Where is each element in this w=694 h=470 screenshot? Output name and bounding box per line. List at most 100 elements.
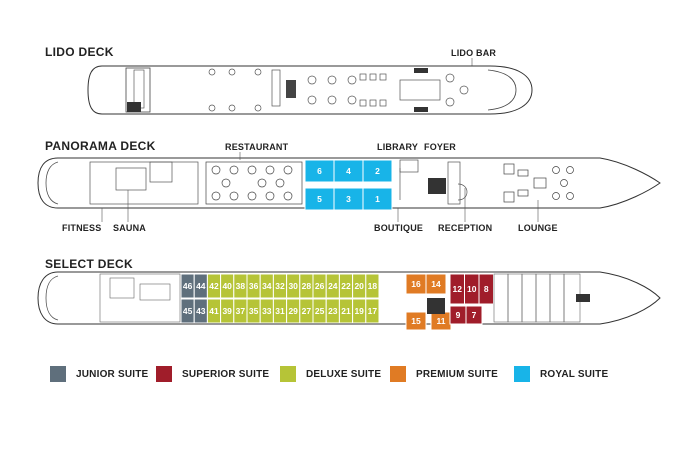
cabin-22-number: 22: [341, 281, 351, 291]
fitness-label: FITNESS: [62, 223, 101, 233]
legend-item-premium: PREMIUM SUITE: [390, 366, 498, 382]
select-deck-title: SELECT DECK: [45, 257, 133, 271]
legend-label-deluxe: DELUXE SUITE: [306, 368, 382, 380]
cabin-1-box: [362, 187, 393, 211]
cabin-41-number: 41: [209, 306, 219, 316]
restaurant-label: RESTAURANT: [225, 142, 289, 152]
cabin-11-number: 11: [437, 316, 446, 326]
legend-item-junior: JUNIOR SUITE: [50, 366, 148, 382]
lido-stern-block: [127, 102, 141, 112]
reception-label: RECEPTION: [438, 223, 492, 233]
cabin-15-box: [405, 311, 427, 331]
cabin-14-number: 14: [431, 279, 441, 289]
cabin-28-number: 28: [302, 281, 312, 291]
lido-checker-block: [286, 80, 296, 98]
select-crew-area: [99, 273, 181, 323]
cabin-32-number: 32: [275, 281, 285, 291]
cabin-34-number: 34: [262, 281, 272, 291]
panorama-deck: PANORAMA DECK RESTAURANT LIBRARY FOYER 6…: [37, 139, 661, 233]
lido-bow-rail: [487, 69, 517, 111]
cabin-46-number: 46: [183, 281, 193, 291]
cabin-25-number: 25: [315, 306, 325, 316]
cabin-14-box: [425, 273, 447, 295]
lounge-label: LOUNGE: [518, 223, 558, 233]
legend-label-junior: JUNIOR SUITE: [76, 368, 149, 380]
cabin-45-number: 45: [183, 306, 193, 316]
legend-item-deluxe: DELUXE SUITE: [280, 366, 381, 382]
legend-swatch-superior: [156, 366, 172, 382]
sauna-label: SAUNA: [113, 223, 146, 233]
cabin-27-number: 27: [302, 306, 312, 316]
cabin-21-number: 21: [341, 306, 351, 316]
lido-bar-label: LIDO BAR: [451, 48, 496, 58]
select-stern-rail: [45, 275, 59, 321]
cabin-24-number: 24: [328, 281, 338, 291]
cabin-40-number: 40: [222, 281, 232, 291]
cabin-38-number: 38: [236, 281, 246, 291]
legend-label-royal: ROYAL SUITE: [540, 368, 609, 380]
cabin-2-number: 2: [375, 166, 380, 176]
cabin-9-number: 9: [456, 310, 461, 320]
foyer-stairs: [428, 178, 446, 194]
cabin-17-number: 17: [368, 306, 378, 316]
restaurant-furniture: [205, 161, 303, 205]
cabin-3-number: 3: [346, 194, 351, 204]
cabin-42-number: 42: [209, 281, 219, 291]
library-label: LIBRARY: [377, 142, 418, 152]
panorama-deck-outline: [37, 157, 661, 209]
cabin-39-number: 39: [222, 306, 232, 316]
cabin-17-box: [365, 298, 380, 324]
legend-swatch-royal: [514, 366, 530, 382]
lido-deck-title: LIDO DECK: [45, 45, 114, 59]
lido-furniture: [208, 68, 469, 112]
cabin-30-number: 30: [288, 281, 298, 291]
cabin-33-number: 33: [262, 306, 272, 316]
cabin-18-box: [365, 273, 380, 299]
lido-deck: LIDO DECK LIDO BAR: [45, 45, 533, 115]
cabin-23-number: 23: [328, 306, 338, 316]
sauna-inner: [149, 161, 173, 183]
cabin-26-number: 26: [315, 281, 325, 291]
select-bow-element: [576, 294, 590, 302]
lounge-furniture: [503, 163, 574, 203]
legend-label-premium: PREMIUM SUITE: [416, 368, 499, 380]
suite-legend: JUNIOR SUITE SUPERIOR SUITE DELUXE SUITE…: [0, 366, 694, 386]
cabin-16-number: 16: [411, 279, 421, 289]
cabin-8-box: [478, 273, 494, 305]
cabin-8-number: 8: [484, 284, 489, 294]
sauna-room: [115, 167, 147, 191]
cabin-7-number: 7: [472, 310, 477, 320]
cabin-6-number: 6: [317, 166, 322, 176]
cabin-2-box: [362, 159, 393, 183]
cabin-31-number: 31: [275, 306, 285, 316]
cabin-1-number: 1: [375, 194, 380, 204]
lido-bar-element-2: [414, 107, 428, 112]
cabin-10-number: 10: [467, 284, 477, 294]
reception-desk: [457, 183, 468, 201]
legend-label-superior: SUPERIOR SUITE: [182, 368, 270, 380]
cabin-7-box: [465, 305, 483, 325]
legend-item-royal: ROYAL SUITE: [514, 366, 608, 382]
cabin-12-number: 12: [453, 284, 463, 294]
cabin-36-number: 36: [249, 281, 259, 291]
cabin-43-number: 43: [196, 306, 206, 316]
deck-plan: LIDO DECK LIDO BAR PANORAMA DECK RES: [37, 45, 661, 331]
fitness-sauna-area: [89, 161, 199, 205]
legend-item-superior: SUPERIOR SUITE: [156, 366, 269, 382]
cabin-18-number: 18: [368, 281, 378, 291]
panorama-stern-rail: [45, 161, 59, 205]
legend-swatch-premium: [390, 366, 406, 382]
cabin-19-number: 19: [354, 306, 364, 316]
legend-swatch-deluxe: [280, 366, 296, 382]
lido-deck-outline: [87, 65, 533, 115]
legend-swatch-junior: [50, 366, 66, 382]
cabin-5-number: 5: [317, 194, 322, 204]
cabin-15-number: 15: [411, 316, 421, 326]
select-stairs: [427, 298, 445, 314]
panorama-deck-title: PANORAMA DECK: [45, 139, 156, 153]
cabin-37-number: 37: [236, 306, 246, 316]
boutique-label: BOUTIQUE: [374, 223, 423, 233]
